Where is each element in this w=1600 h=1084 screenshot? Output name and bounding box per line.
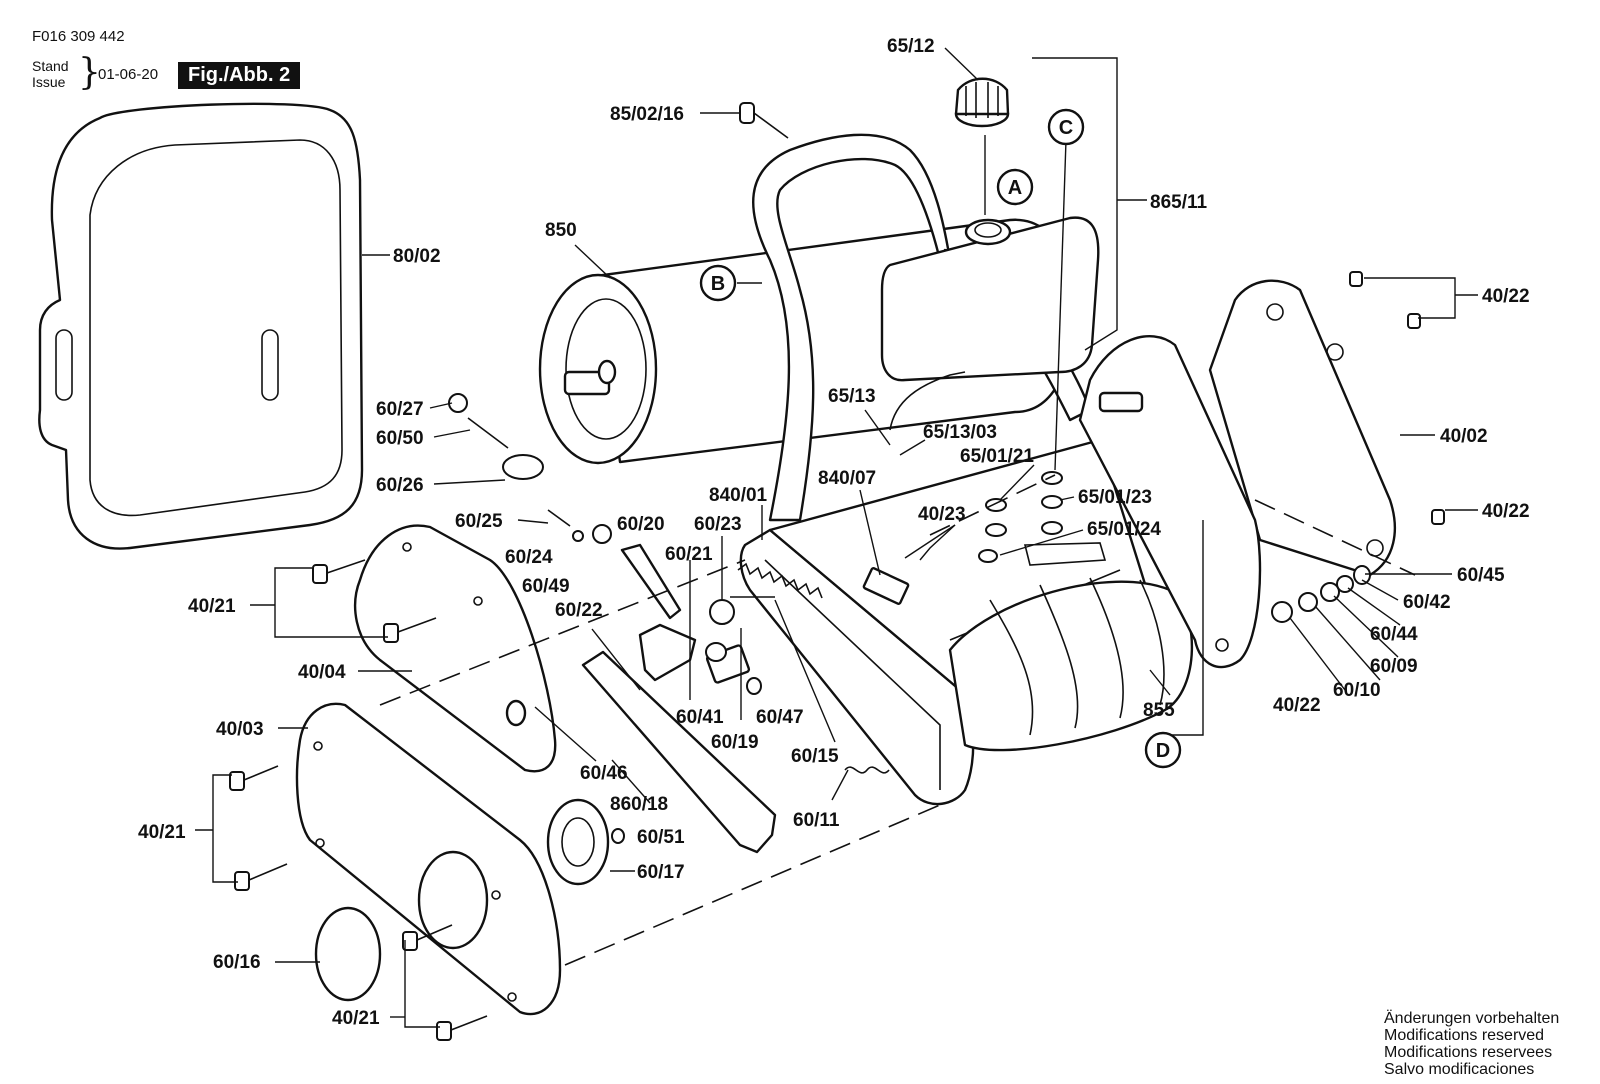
part-label: 65/13 [828,386,876,407]
part-label: 60/17 [637,862,685,883]
part-label: 60/24 [505,547,553,568]
stand-issue-label: Stand Issue [32,58,69,90]
part-label: 860/18 [610,794,668,815]
part-label: 65/12 [887,36,935,57]
part-label: 60/15 [791,746,839,767]
tank [880,216,1100,382]
callout-c-letter: C [1059,117,1073,139]
left-side-plate [353,524,557,773]
leader-lines [195,47,1478,1028]
bottom-blade-bar [581,650,777,854]
part-label: 60/50 [376,428,424,449]
part-label: 60/44 [1370,624,1418,645]
callout-a-letter: A [1008,177,1022,199]
cap [954,77,1010,128]
alignment-lines [379,474,1416,966]
part-label: 60/51 [637,827,685,848]
part-label: 40/21 [188,596,236,617]
note-line-en: Modifications reserved [1384,1027,1545,1044]
part-label: 60/41 [676,707,724,728]
part-label: 65/01/23 [1078,487,1152,508]
issue-label: Issue [32,74,66,90]
cutting-reel [948,577,1194,752]
part-label: 65/01/24 [1087,519,1161,540]
part-label: 60/25 [455,511,503,532]
part-label: 60/26 [376,475,424,496]
part-labels: 65/12 85/02/16 865/11 850 80/02 40/22 65… [138,36,1530,1029]
part-label: 60/22 [555,600,603,621]
large-washer [546,798,610,886]
part-label: 60/23 [694,514,742,535]
part-label: 40/04 [298,662,346,683]
modifications-note: Änderungen vorbehalten Modifications res… [1384,1010,1559,1078]
part-label: 850 [545,220,577,241]
part-label: 60/27 [376,399,424,420]
part-label: 80/02 [393,246,441,267]
fasteners [229,102,1445,1041]
part-label: 865/11 [1150,192,1207,213]
part-label: 40/23 [918,504,966,525]
part-label: 60/11 [793,810,840,831]
part-label: 60/47 [756,707,804,728]
part-label: 60/42 [1403,592,1451,613]
part-label: 60/21 [665,544,713,565]
callout-b: B [699,264,737,302]
brace-glyph: } [78,52,101,93]
callout-a: A [996,168,1034,206]
note-line-es: Salvo modificaciones [1384,1061,1535,1078]
callout-d: D [1144,731,1182,769]
part-label: 40/22 [1482,501,1530,522]
callout-b-letter: B [711,273,725,295]
grass-box-cover [38,102,364,550]
part-label: 840/07 [818,468,876,489]
part-label: 85/02/16 [610,104,684,125]
part-label: 40/22 [1273,695,1321,716]
part-label: 40/22 [1482,286,1530,307]
part-label: 60/46 [580,763,628,784]
part-label: 40/03 [216,719,264,740]
figure-label: Fig./Abb. 2 [178,62,301,89]
part-label: 40/02 [1440,426,1488,447]
part-label: 60/49 [522,576,570,597]
cover-disc [314,906,382,1002]
part-label: 60/20 [617,514,665,535]
part-label: 840/01 [709,485,768,506]
part-label: 40/21 [332,1008,380,1029]
part-label: 60/19 [711,732,759,753]
part-label: 60/10 [1333,680,1381,701]
callout-d-letter: D [1156,740,1170,762]
part-label: 65/13/03 [923,422,997,443]
left-cover [295,702,562,1016]
document-number: F016 309 442 [32,28,125,45]
part-label: 60/09 [1370,656,1418,677]
tension-spring [737,562,823,599]
issue-date: 01-06-20 [98,66,159,83]
part-label: 60/16 [213,952,261,973]
part-label: 40/21 [138,822,186,843]
part-label: 65/01/21 [960,446,1034,467]
callout-c: C [1047,108,1085,146]
note-line-fr: Modifications reservees [1384,1044,1553,1061]
part-label: 60/45 [1457,565,1505,586]
stand-label: Stand [32,58,69,74]
part-label: 855 [1143,700,1175,721]
note-line-de: Änderungen vorbehalten [1384,1010,1560,1027]
